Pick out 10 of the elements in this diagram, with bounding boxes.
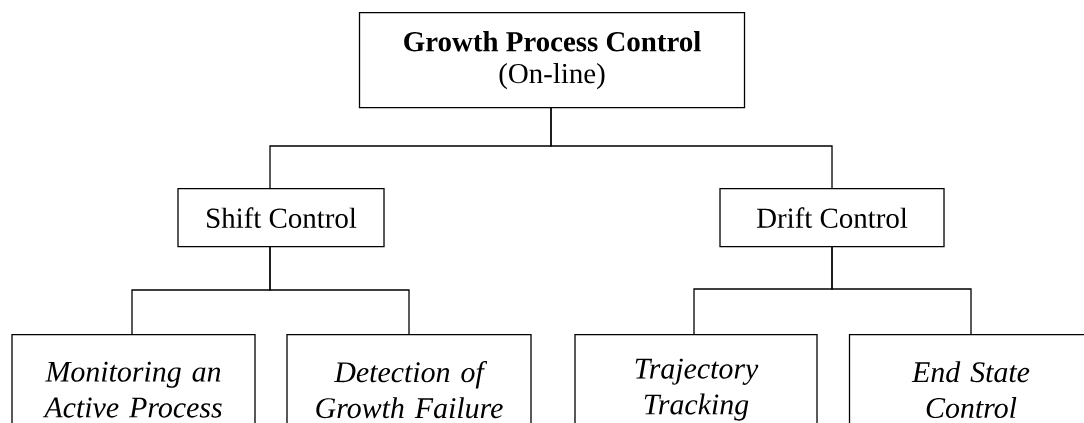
process-box: Monitoring an Active Process: [11, 334, 256, 423]
process-box: Detection of Growth Failure: [286, 334, 532, 423]
connector-line: [269, 245, 410, 335]
process-box: Drift Control: [719, 188, 945, 248]
process-box: Growth Process Control (On-line): [358, 12, 746, 109]
connector-line: [550, 106, 833, 189]
process-box: Trajectory Tracking: [574, 334, 818, 423]
connector-line: [831, 245, 972, 335]
process-box: End State Control: [848, 334, 1084, 423]
process-box: Shift Control: [177, 188, 385, 248]
